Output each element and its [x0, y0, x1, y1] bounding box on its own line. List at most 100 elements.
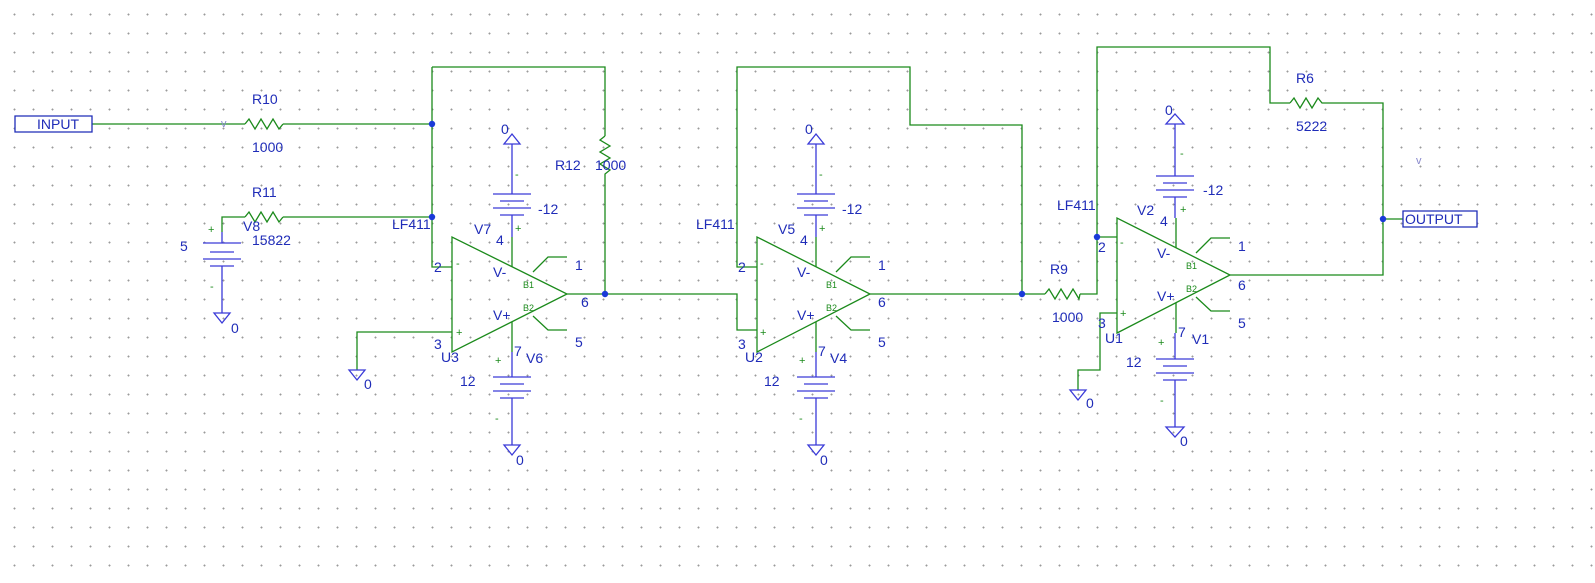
source-v4[interactable]: + - V4 12 0 [764, 350, 847, 468]
u1-in-plus: + [1120, 308, 1126, 320]
junction-u3-out [601, 290, 609, 298]
output-port[interactable]: OUTPUT [1402, 210, 1478, 228]
u3-pin2: 2 [434, 259, 442, 275]
u2-vplus: V+ [797, 307, 815, 323]
v4-value: 12 [764, 373, 780, 389]
u3-vminus: V- [493, 264, 507, 280]
u3-pin1: 1 [575, 257, 583, 273]
v6-value: 12 [460, 373, 476, 389]
r9-name: R9 [1050, 261, 1068, 277]
v1-name: V1 [1192, 331, 1209, 347]
ground-icon [212, 312, 232, 325]
r9-value: 1000 [1052, 309, 1083, 325]
v2-minus: - [1180, 148, 1184, 160]
u3-ref: U3 [441, 349, 459, 365]
u1-pin5: 5 [1238, 315, 1246, 331]
u2-pin3: 3 [738, 336, 746, 352]
v6-plus: + [495, 355, 501, 367]
u1-pin2: 2 [1098, 239, 1106, 255]
wire-v8-r11 [221, 216, 245, 232]
gnd-label-v8: 0 [231, 320, 239, 336]
wire-u2-feedback [736, 66, 1023, 294]
r12-value: 1000 [595, 157, 626, 173]
voltage-marker-icon: v [221, 118, 227, 130]
wires [92, 46, 1403, 390]
ground-icon [1068, 389, 1088, 402]
junction-output [1379, 215, 1387, 223]
u1-pin3: 3 [1098, 315, 1106, 331]
junction-u1-inv [1093, 233, 1101, 241]
junctions [428, 120, 1387, 298]
source-v1[interactable]: + - V1 12 0 [1126, 331, 1209, 449]
wire-r6-output [1230, 102, 1384, 276]
u3-b1: B1 [523, 280, 534, 290]
source-v2[interactable]: 0 - + V2 -12 [1137, 102, 1223, 218]
resistor-r10[interactable]: R10 1000 [244, 91, 284, 155]
v6-name: V6 [526, 350, 543, 366]
u1-vplus: V+ [1157, 288, 1175, 304]
u2-pin6: 6 [878, 294, 886, 310]
u3-in-plus: + [456, 327, 462, 339]
u1-ref: U1 [1105, 330, 1123, 346]
output-port-label: OUTPUT [1405, 211, 1463, 227]
u2-pin2: 2 [738, 259, 746, 275]
v6-gnd: 0 [516, 452, 524, 468]
junction-r11 [428, 213, 436, 221]
ground-icon [806, 444, 826, 457]
v7-value: -12 [538, 201, 558, 217]
v8-minus: - [210, 281, 214, 293]
source-v8[interactable]: + - V8 5 0 [180, 218, 260, 336]
u1-b2: B2 [1186, 284, 1197, 294]
junction-r10 [428, 120, 436, 128]
u3-pin3: 3 [434, 336, 442, 352]
r12-name: R12 [555, 157, 581, 173]
u1-pin6: 6 [1238, 277, 1246, 293]
v5-value: -12 [842, 201, 862, 217]
v6-minus: - [495, 413, 499, 425]
u2-in-plus: + [760, 327, 766, 339]
opamp-u1[interactable]: LF411 U1 2 3 4 7 6 1 5 V- V+ B1 B2 - + [1057, 197, 1246, 346]
v1-plus: + [1158, 337, 1164, 349]
u1-pin7: 7 [1178, 324, 1186, 340]
resistor-r6[interactable]: R6 5222 [1289, 70, 1327, 134]
v4-gnd: 0 [820, 452, 828, 468]
u3-pin7: 7 [514, 343, 522, 359]
u2-pin5: 5 [878, 334, 886, 350]
u2-vminus: V- [797, 264, 811, 280]
input-port[interactable]: INPUT [14, 115, 93, 133]
u3-pin6: 6 [581, 294, 589, 310]
r11-name: R11 [252, 184, 277, 200]
wire-r9-u1 [1080, 236, 1117, 295]
r10-value: 1000 [252, 139, 283, 155]
r11-value: 15822 [252, 232, 291, 248]
svg-text:0: 0 [364, 376, 372, 392]
resistor-r12[interactable]: R12 1000 [555, 135, 626, 182]
ground-icon [1164, 426, 1186, 438]
u1-model: LF411 [1057, 197, 1096, 213]
u1-vminus: V- [1157, 245, 1171, 261]
v1-gnd: 0 [1180, 433, 1188, 449]
wire-u1-feedback [1096, 46, 1290, 237]
opamp-u3[interactable]: LF411 U3 2 3 4 7 6 1 5 V- V+ B1 B2 - + [392, 216, 589, 365]
opamp-u2[interactable]: LF411 U2 2 3 4 7 6 1 5 V- V+ B1 B2 - + [696, 216, 886, 365]
u2-model: LF411 [696, 216, 735, 232]
resistor-r9[interactable]: R9 1000 [1044, 261, 1083, 325]
u3-model: LF411 [392, 216, 431, 232]
wire-u3-inv-vertical [431, 67, 452, 268]
u2-b1: B1 [826, 280, 837, 290]
u2-in-minus: - [760, 258, 764, 270]
source-v6[interactable]: + - V6 12 0 [460, 350, 543, 468]
source-v7[interactable]: 0 - + V7 -12 [474, 121, 558, 237]
u2-b2: B2 [826, 303, 837, 313]
v1-minus: - [1160, 395, 1164, 407]
u2-ref: U2 [745, 349, 763, 365]
u3-b2: B2 [523, 303, 534, 313]
source-v5[interactable]: 0 - + V5 -12 [778, 121, 862, 237]
r6-name: R6 [1296, 70, 1314, 86]
v7-minus: - [515, 169, 519, 181]
resistor-r11[interactable]: R11 15822 [244, 184, 291, 248]
ground-icon [502, 444, 522, 457]
svg-text:0: 0 [1086, 395, 1094, 411]
